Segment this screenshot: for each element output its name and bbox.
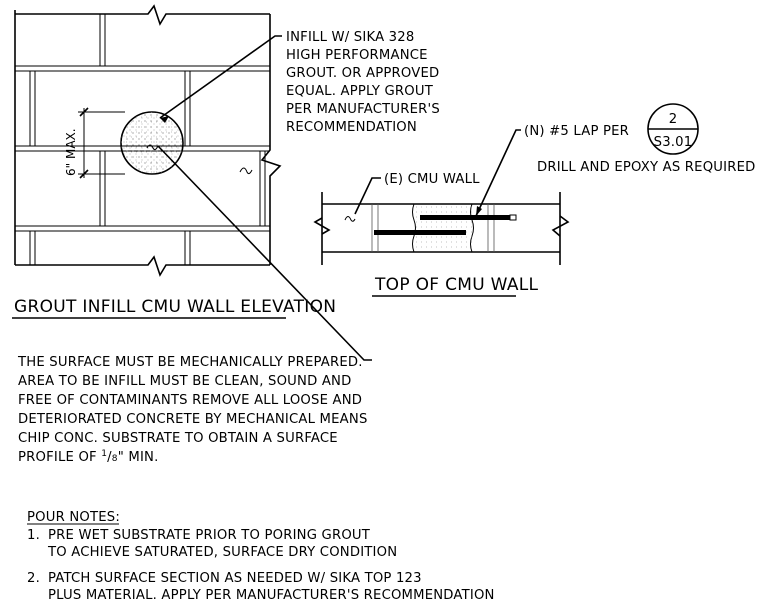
pour-note-number: 2. xyxy=(27,571,40,586)
cmu-symbol-icon xyxy=(344,216,356,222)
surface-note-line: AREA TO BE INFILL MUST BE CLEAN, SOUND A… xyxy=(18,374,351,389)
profile-suffix: " MIN. xyxy=(118,450,159,465)
lap-leader xyxy=(475,129,521,217)
pour-note-line: PLUS MATERIAL. APPLY PER MANUFACTURER'S … xyxy=(48,588,495,603)
top-of-cmu-wall xyxy=(313,129,570,265)
surface-note-line: DETERIORATED CONCRETE BY MECHANICAL MEAN… xyxy=(18,412,368,427)
dimension-label: 6" MAX. xyxy=(64,128,78,176)
top-view-title: TOP OF CMU WALL xyxy=(374,275,539,295)
profile-prefix: PROFILE OF xyxy=(18,450,101,465)
pour-notes: POUR NOTES: 1. PRE WET SUBSTRATE PRIOR T… xyxy=(27,510,495,603)
section-sheet: S3.01 xyxy=(654,135,693,150)
section-tag: 2 S3.01 xyxy=(647,103,699,155)
infill-leader xyxy=(159,35,282,119)
cmu-symbol-icon xyxy=(239,167,253,175)
fraction-slash: / xyxy=(107,450,112,465)
infill-note-line: EQUAL. APPLY GROUT xyxy=(286,84,434,99)
infill-note-line: INFILL W/ SIKA 328 xyxy=(286,30,414,45)
pour-notes-heading: POUR NOTES: xyxy=(27,510,120,525)
pour-note-line: PATCH SURFACE SECTION AS NEEDED W/ SIKA … xyxy=(48,571,422,586)
elevation-title: GROUT INFILL CMU WALL ELEVATION xyxy=(14,297,336,317)
surface-note-line: PROFILE OF 1/8" MIN. xyxy=(18,449,159,465)
infill-note-line: HIGH PERFORMANCE xyxy=(286,48,428,63)
fraction-denominator: 8 xyxy=(112,454,118,464)
drill-note: DRILL AND EPOXY AS REQUIRED xyxy=(537,160,755,175)
fraction-numerator: 1 xyxy=(101,449,107,459)
surface-note-line: CHIP CONC. SUBSTRATE TO OBTAIN A SURFACE xyxy=(18,431,338,446)
pour-note-number: 1. xyxy=(27,528,40,543)
cmu-wall-elevation: 6" MAX. xyxy=(14,4,372,361)
grout-infill xyxy=(120,111,184,175)
cmu-wall-label: (E) CMU WALL xyxy=(384,172,480,187)
cmu-wall-leader xyxy=(354,177,381,215)
infill-note: INFILL W/ SIKA 328 HIGH PERFORMANCE GROU… xyxy=(286,30,440,135)
infill-note-line: RECOMMENDATION xyxy=(286,120,417,135)
block-joints xyxy=(15,14,270,265)
infill-note-line: PER MANUFACTURER'S xyxy=(286,102,440,117)
surface-note: THE SURFACE MUST BE MECHANICALLY PREPARE… xyxy=(17,355,368,465)
surface-note-line: THE SURFACE MUST BE MECHANICALLY PREPARE… xyxy=(17,355,363,370)
surface-leader xyxy=(157,145,372,361)
pour-note-line: PRE WET SUBSTRATE PRIOR TO PORING GROUT xyxy=(48,528,371,543)
section-number: 2 xyxy=(669,112,678,127)
infill-note-line: GROUT. OR APPROVED xyxy=(286,66,439,81)
lap-label: (N) #5 LAP PER xyxy=(524,124,629,139)
dimension-6in xyxy=(78,107,125,179)
pour-note-line: TO ACHIEVE SATURATED, SURFACE DRY CONDIT… xyxy=(47,545,397,560)
surface-note-line: FREE OF CONTAMINANTS REMOVE ALL LOOSE AN… xyxy=(18,393,362,408)
